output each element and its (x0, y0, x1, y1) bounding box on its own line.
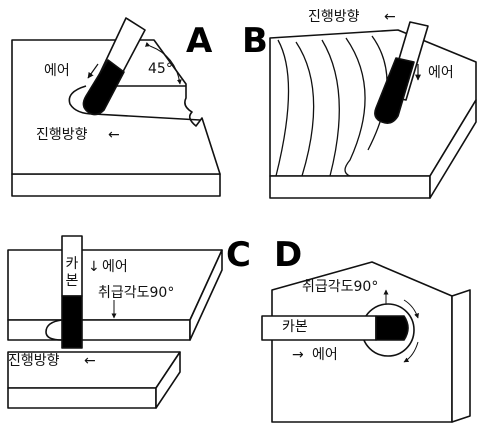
panel-d-rod (261, 315, 377, 341)
panel-c-drawing (7, 235, 223, 409)
panel-c-lower-plate-front (7, 387, 157, 409)
panel-b-air-label: 에어 (428, 65, 454, 81)
panel-d-air-label: 에어 (312, 347, 338, 363)
panel-a-drawing (11, 17, 221, 197)
panel-a-angle-arc (144, 42, 182, 85)
panel-a-plate-front (11, 173, 221, 197)
panel-a-letter: A (186, 21, 213, 61)
panel-d-angle-label: 취급각도90° (302, 279, 379, 295)
panel-c-groove (45, 319, 63, 341)
panel-c-carbon-label: 카본 (64, 256, 80, 290)
panel-c-air-label: 에어 (102, 259, 128, 275)
panel-d-plate-side (451, 289, 471, 423)
panel-b-letter: B (242, 21, 268, 61)
panel-b-direction-arrow: ← (384, 9, 396, 25)
panel-d-air-arrow: → (292, 347, 304, 363)
panel-a-air-label: 에어 (44, 63, 70, 79)
panel-d-carbon-label: 카본 (282, 319, 308, 335)
panel-b-rod-tip (374, 57, 415, 124)
panel-b-drawing (269, 21, 477, 199)
panel-a-groove (68, 85, 201, 121)
panel-c-angle-label: 취급각도90° (98, 285, 175, 301)
panel-d-drawing (261, 261, 471, 423)
panel-a-direction-arrow: ← (108, 127, 120, 143)
panel-c-rod-tip (61, 295, 83, 349)
panel-a-rod-tip (82, 59, 125, 116)
panel-a-angle-label: 45° (148, 61, 173, 77)
panel-b-direction-label: 진행방향 (308, 9, 360, 25)
panel-c-upper-plate-front (7, 319, 191, 341)
panel-c-direction-label: 진행방향 (8, 353, 60, 369)
panel-d-letter: D (274, 235, 303, 275)
panel-c-direction-arrow: ← (84, 353, 96, 369)
panel-d-rotation-arrow-bottom (403, 341, 419, 363)
panel-a-air-arrow (87, 63, 99, 79)
panel-c-letter: C (226, 235, 251, 275)
panel-d-rotation-arrow-top (403, 299, 419, 319)
panel-d-rod-tip (375, 315, 409, 341)
panel-a-direction-label: 진행방향 (36, 127, 88, 143)
panel-b-plate-front (269, 175, 431, 199)
panel-c-down-arrow: ↓ (88, 259, 100, 275)
